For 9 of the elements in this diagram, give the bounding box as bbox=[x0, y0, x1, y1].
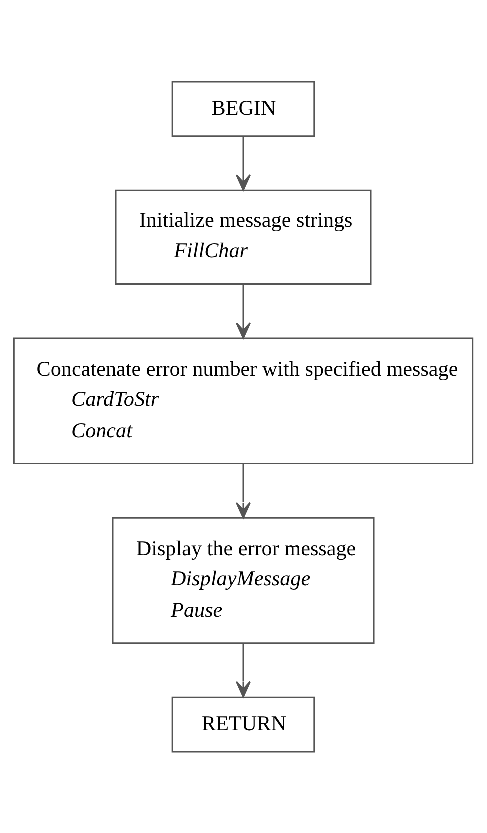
arrow bbox=[236, 136, 252, 191]
arrow bbox=[236, 463, 252, 518]
node-box: RETURN bbox=[172, 696, 316, 752]
node-box: Concatenate error number with specified message CardToStr Concat bbox=[13, 337, 474, 464]
arrow bbox=[236, 284, 252, 339]
arrow bbox=[236, 643, 252, 698]
node-box: Initialize message strings FillChar bbox=[115, 189, 372, 284]
node-box: Display the error message DisplayMessage Pause bbox=[112, 516, 375, 644]
node-box: BEGIN bbox=[172, 80, 316, 137]
